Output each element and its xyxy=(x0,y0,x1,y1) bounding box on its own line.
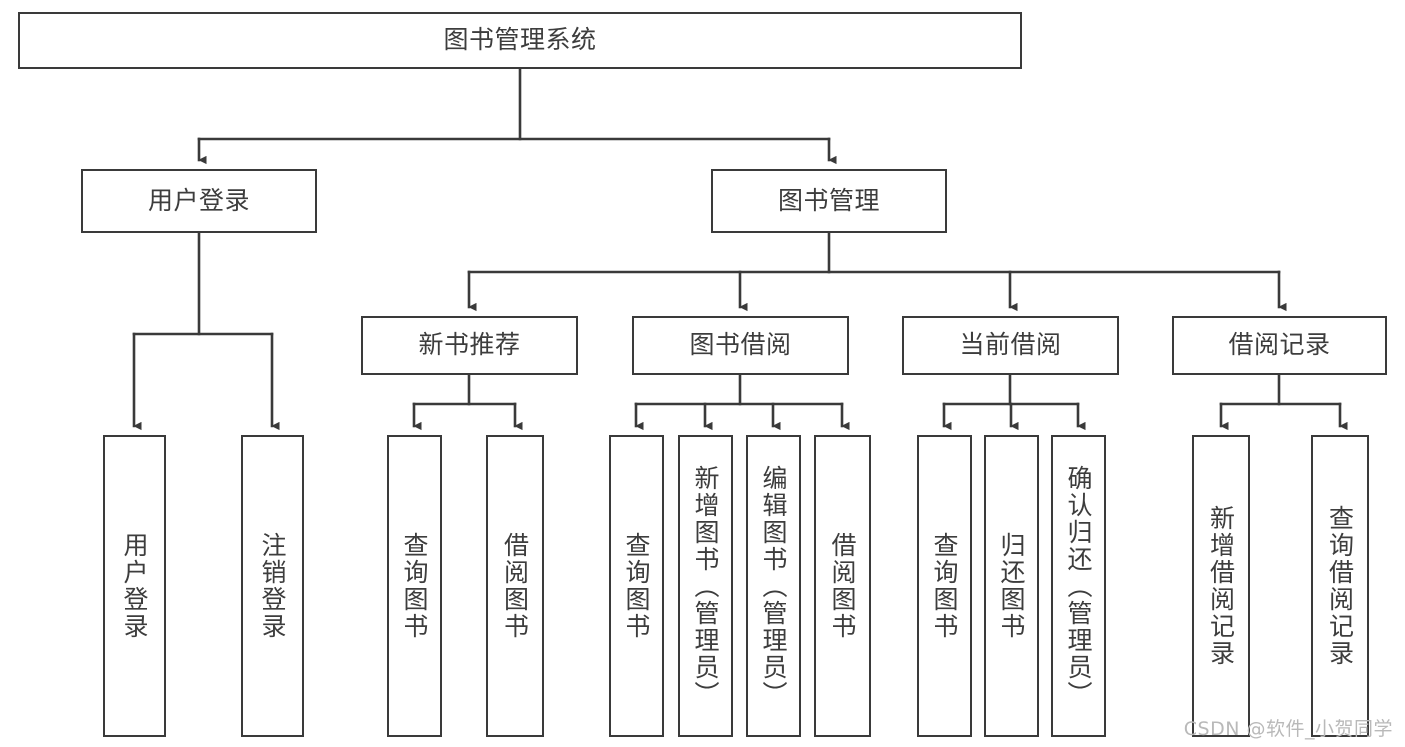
node-current-borrowing-label: 当前借阅 xyxy=(959,330,1062,360)
leaf-user-logout-label: 注销登录 xyxy=(258,532,287,640)
leaf-nbr-borrow-book-label: 借阅图书 xyxy=(500,532,530,640)
leaf-br-query-record[interactable]: 查询借阅记录 xyxy=(1311,435,1369,737)
node-user-login-label: 用户登录 xyxy=(147,185,250,215)
leaf-cb-confirm-return-admin[interactable]: 确认归还（管理员） xyxy=(1051,435,1106,737)
leaf-nbr-query-book-label: 查询图书 xyxy=(400,532,429,640)
leaf-bb-edit-book-admin-label: 编辑图书（管理员） xyxy=(759,464,788,708)
leaf-bb-edit-book-admin[interactable]: 编辑图书（管理员） xyxy=(746,435,801,737)
node-book-borrowing[interactable]: 图书借阅 xyxy=(632,316,849,375)
leaf-bb-add-book-admin[interactable]: 新增图书（管理员） xyxy=(678,435,733,737)
leaf-cb-query-book-label: 查询图书 xyxy=(930,532,959,640)
node-user-login[interactable]: 用户登录 xyxy=(81,169,317,233)
leaf-bb-query-book[interactable]: 查询图书 xyxy=(609,435,664,737)
leaf-br-add-record[interactable]: 新增借阅记录 xyxy=(1192,435,1250,737)
leaf-bb-add-book-admin-label: 新增图书（管理员） xyxy=(691,464,720,708)
node-root-label: 图书管理系统 xyxy=(443,25,597,55)
leaf-cb-confirm-return-admin-label: 确认归还（管理员） xyxy=(1064,464,1093,708)
node-book-management[interactable]: 图书管理 xyxy=(711,169,947,233)
leaf-cb-return-book[interactable]: 归还图书 xyxy=(984,435,1039,737)
node-book-management-label: 图书管理 xyxy=(777,185,880,215)
node-book-borrowing-label: 图书借阅 xyxy=(689,330,792,360)
node-borrowing-record[interactable]: 借阅记录 xyxy=(1172,316,1387,375)
node-root[interactable]: 图书管理系统 xyxy=(18,12,1022,69)
leaf-bb-borrow-book-label: 借阅图书 xyxy=(828,532,857,640)
leaf-cb-return-book-label: 归还图书 xyxy=(997,532,1026,640)
node-new-book-recommendation-label: 新书推荐 xyxy=(418,330,521,360)
leaf-user-login[interactable]: 用户登录 xyxy=(103,435,166,737)
leaf-user-login-label: 用户登录 xyxy=(120,532,149,640)
leaf-bb-query-book-label: 查询图书 xyxy=(622,532,651,640)
leaf-bb-borrow-book[interactable]: 借阅图书 xyxy=(814,435,871,737)
leaf-nbr-query-book[interactable]: 查询图书 xyxy=(387,435,442,737)
leaf-user-logout[interactable]: 注销登录 xyxy=(241,435,304,737)
csdn-watermark: CSDN @软件_小贺同学 xyxy=(1183,718,1393,740)
leaf-br-query-record-label: 查询借阅记录 xyxy=(1325,505,1355,667)
leaf-cb-query-book[interactable]: 查询图书 xyxy=(917,435,972,737)
node-new-book-recommendation[interactable]: 新书推荐 xyxy=(361,316,578,375)
node-current-borrowing[interactable]: 当前借阅 xyxy=(902,316,1119,375)
leaf-nbr-borrow-book[interactable]: 借阅图书 xyxy=(486,435,544,737)
leaf-br-add-record-label: 新增借阅记录 xyxy=(1206,505,1236,667)
node-borrowing-record-label: 借阅记录 xyxy=(1228,330,1331,360)
